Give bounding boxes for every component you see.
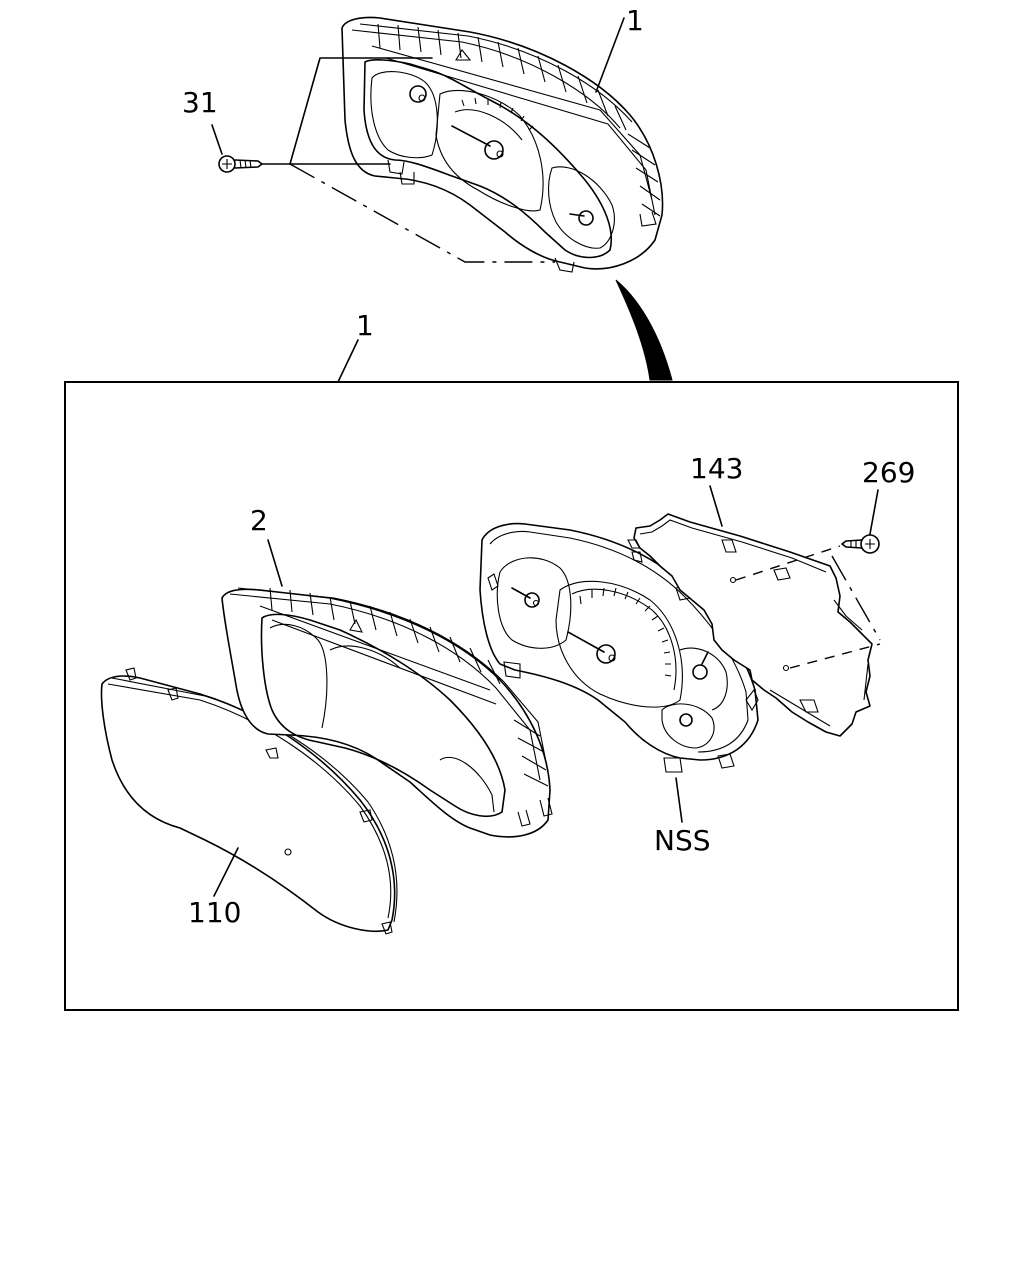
case-grille bbox=[229, 587, 549, 787]
leader-lines-top bbox=[211, 17, 625, 263]
circuit-board-143 bbox=[627, 485, 881, 737]
assembled-cluster bbox=[341, 16, 664, 273]
callout-1-top: 1 bbox=[626, 4, 644, 37]
case-2 bbox=[221, 539, 553, 838]
kit-frame bbox=[64, 381, 959, 1011]
callout-nss: NSS bbox=[654, 824, 711, 857]
callout-269: 269 bbox=[862, 456, 915, 489]
bolt-31 bbox=[218, 155, 263, 173]
screw-269 bbox=[831, 489, 881, 641]
callout-1-kit: 1 bbox=[356, 309, 374, 342]
gauge-knobs bbox=[409, 85, 594, 226]
lens-110 bbox=[100, 667, 398, 935]
callout-31: 31 bbox=[182, 86, 218, 119]
callout-110: 110 bbox=[188, 896, 241, 929]
explode-arrow bbox=[615, 279, 673, 381]
housing-grille bbox=[351, 23, 661, 217]
dial-face-nss bbox=[479, 522, 759, 823]
callout-2: 2 bbox=[250, 504, 268, 537]
callout-143: 143 bbox=[690, 452, 743, 485]
